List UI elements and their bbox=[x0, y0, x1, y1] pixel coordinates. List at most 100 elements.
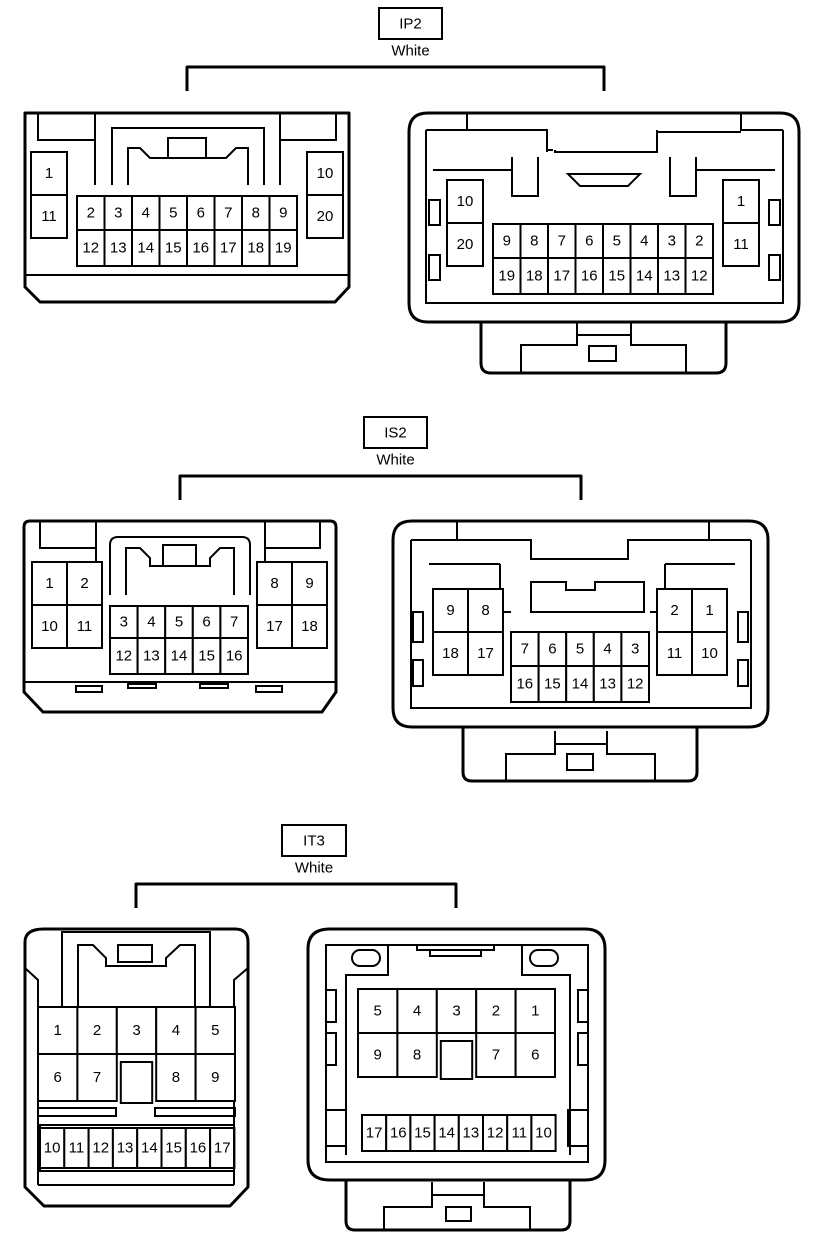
pin-cavity bbox=[268, 229, 298, 267]
pin-number: 3 bbox=[132, 1022, 140, 1039]
pin-number: 3 bbox=[114, 205, 122, 222]
pin-number: 9 bbox=[374, 1047, 382, 1064]
it3-female-inner-profile bbox=[345, 945, 571, 1155]
pin-number: 18 bbox=[526, 268, 543, 285]
pin-number: 18 bbox=[301, 618, 318, 635]
is2-male-corner-notches bbox=[39, 521, 321, 549]
pin-cavity bbox=[357, 1032, 399, 1078]
pin-cavity bbox=[722, 179, 760, 224]
pin-number: 10 bbox=[44, 1140, 61, 1157]
pin-number: 1 bbox=[45, 575, 53, 592]
pin-number: 16 bbox=[192, 240, 209, 257]
pin-cavity bbox=[467, 631, 504, 676]
pin-cavity bbox=[592, 665, 623, 703]
pin-number: 7 bbox=[230, 614, 238, 631]
pin-number: 16 bbox=[190, 1140, 207, 1157]
pin-number: 3 bbox=[452, 1003, 460, 1020]
pin-cavity bbox=[514, 1032, 556, 1078]
ip2-female-side-rib-l1 bbox=[428, 199, 441, 226]
it3-female-lock-lines bbox=[431, 1182, 485, 1195]
pin-cavity bbox=[219, 605, 249, 639]
pin-number: 6 bbox=[197, 205, 205, 222]
ip2-female-right-cavities: 111 bbox=[722, 179, 760, 267]
is2-female-inner-wall bbox=[410, 540, 752, 709]
pin-cavity bbox=[30, 194, 68, 239]
pin-number: 4 bbox=[142, 205, 150, 222]
pin-number: 6 bbox=[202, 614, 210, 631]
pin-number: 14 bbox=[572, 676, 589, 693]
pin-number: 5 bbox=[576, 641, 584, 658]
it3-color: White bbox=[295, 860, 333, 877]
pin-number: 17 bbox=[266, 618, 283, 635]
is2-female-lock-housing bbox=[461, 727, 699, 783]
pin-number: 2 bbox=[695, 233, 703, 250]
pin-number: 11 bbox=[733, 236, 749, 253]
pin-cavity bbox=[620, 631, 651, 667]
pin-cavity bbox=[164, 637, 194, 675]
is2-male-foot-2 bbox=[127, 683, 157, 689]
ip2-female-lock-profile bbox=[520, 334, 687, 373]
it3-female-side-rib-l1 bbox=[325, 989, 337, 1023]
ip2-female-lock-recess bbox=[565, 173, 643, 187]
pin-number: 16 bbox=[581, 268, 598, 285]
ip2-female-guides bbox=[511, 157, 697, 197]
pin-number: 2 bbox=[93, 1022, 101, 1039]
pin-cavity bbox=[467, 588, 504, 633]
pin-number: 3 bbox=[668, 233, 676, 250]
ip2-male-left-cavities: 111 bbox=[30, 151, 68, 239]
pin-cavity bbox=[158, 229, 188, 267]
pin-cavity bbox=[37, 1053, 79, 1102]
it3-female-lock-button bbox=[445, 1206, 472, 1222]
ip2-male-housing bbox=[23, 111, 351, 304]
pin-cavity bbox=[691, 588, 728, 633]
pin-number: 2 bbox=[670, 602, 678, 619]
pin-cavity bbox=[87, 1127, 114, 1169]
pin-number: 13 bbox=[663, 268, 680, 285]
it3-female-lock-profile bbox=[383, 1194, 531, 1230]
pin-number: 3 bbox=[120, 614, 128, 631]
pin-cavity bbox=[565, 665, 595, 703]
ip2-male-latch-inner bbox=[127, 147, 249, 185]
it3-female-guide-right bbox=[529, 949, 559, 967]
pin-number: 12 bbox=[691, 268, 708, 285]
pin-number: 11 bbox=[69, 1140, 85, 1157]
pin-number: 4 bbox=[640, 233, 648, 250]
pin-cavity bbox=[66, 561, 103, 606]
ip2-bracket bbox=[185, 65, 606, 91]
ip2-female-lock-housing bbox=[479, 322, 728, 375]
pin-cavity bbox=[66, 604, 103, 649]
is2-male-foot-3 bbox=[199, 683, 229, 689]
pin-number: 14 bbox=[636, 268, 653, 285]
pin-cavity bbox=[160, 1127, 187, 1169]
it3-male-latch-arm bbox=[61, 931, 211, 1006]
ip2-female-inner-wall bbox=[425, 130, 784, 304]
pin-cavity bbox=[684, 257, 714, 295]
pin-number: 17 bbox=[477, 645, 494, 662]
pin-cavity bbox=[63, 1127, 90, 1169]
pin-number: 18 bbox=[442, 645, 459, 662]
is2-female-side-rib-l1 bbox=[412, 611, 424, 643]
pin-number: 20 bbox=[317, 208, 334, 225]
pin-cavity bbox=[194, 1053, 237, 1102]
pin-cavity bbox=[691, 631, 728, 676]
pin-number: 13 bbox=[599, 676, 616, 693]
pin-number: 16 bbox=[390, 1125, 407, 1142]
pin-number: 4 bbox=[413, 1003, 421, 1020]
ip2-female-lock-button bbox=[588, 345, 617, 362]
pin-number: 10 bbox=[41, 618, 58, 635]
is2-male-foot-1 bbox=[75, 685, 103, 693]
ip2-male-lock-tab bbox=[167, 137, 207, 159]
pin-number: 14 bbox=[137, 240, 154, 257]
pin-number: 6 bbox=[585, 233, 593, 250]
